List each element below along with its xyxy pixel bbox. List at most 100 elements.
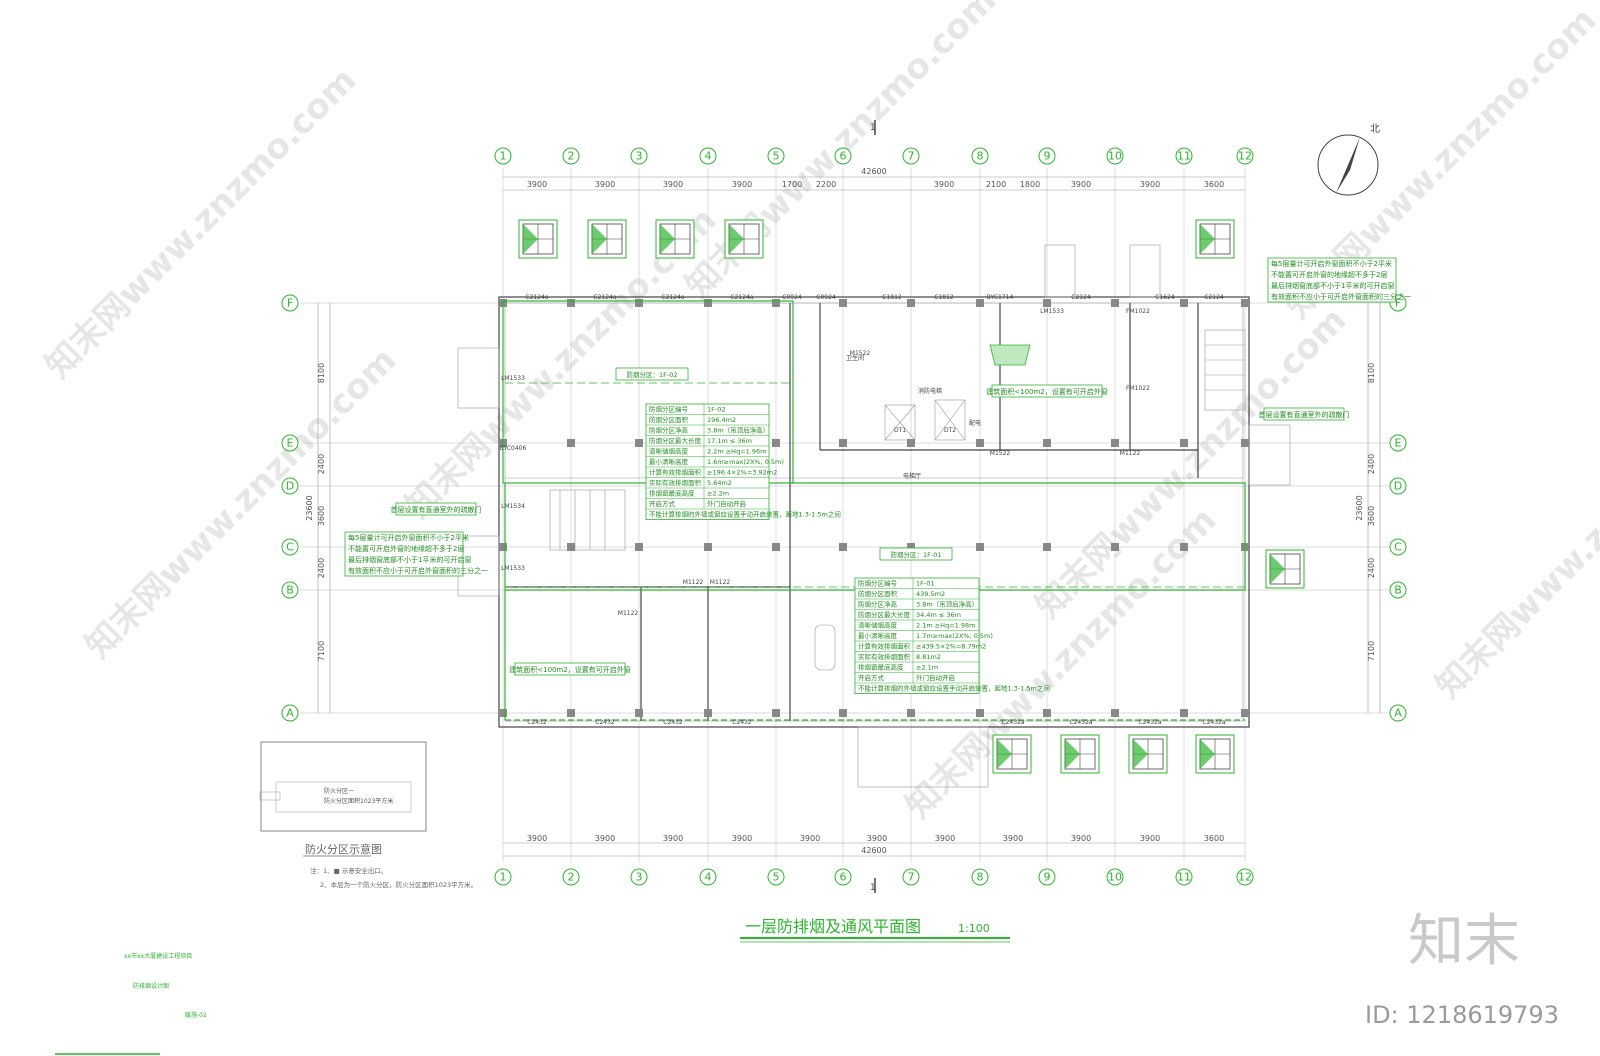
column — [1043, 709, 1051, 717]
top-dim: 3900 — [527, 180, 547, 189]
footer-line-1: xx市xx大厦建设工程项目 — [124, 952, 192, 960]
left-dim: 8100 — [317, 363, 326, 383]
grid-col-label: 1 — [500, 150, 507, 163]
table-value: ≥196.4×2%=3.92m2 — [707, 469, 777, 477]
column — [1111, 439, 1119, 447]
grid-col-label: 9 — [1044, 150, 1051, 163]
north-arrow: 北 — [1317, 123, 1380, 196]
grid-col-bubble — [971, 147, 989, 165]
grid-row-bubble — [1389, 434, 1407, 452]
grid-col-label: 3 — [636, 871, 643, 884]
grid-row-label: D — [1394, 480, 1402, 493]
door-tag-7: FM1022 — [1126, 385, 1150, 392]
section-mark-bottom: 1 — [870, 883, 876, 893]
right-total-dim: 23600 — [1355, 495, 1364, 520]
grid-col-label: 2 — [568, 871, 575, 884]
column — [1043, 299, 1051, 307]
stair-rule-note-right: 每5层量计可开启外窗面积不小于2平米不能置可开启外窗的地缘超不多于2层最后排烟窗… — [1267, 257, 1411, 303]
grid-col-label: 4 — [705, 150, 712, 163]
table-footnote: 不能计算排烟的外墙或窗应设置手动开启装置，距地1.3-1.5m之间 — [858, 684, 1050, 693]
mini-area-text: 防火分区面积1023平方米 — [324, 797, 393, 805]
door-tag-1: M1122 — [710, 579, 731, 586]
top-dim: 3900 — [663, 180, 683, 189]
column — [1043, 543, 1051, 551]
grid-col-bubble — [699, 147, 717, 165]
table-value: 2.2m ≥Hq=1.96m — [707, 448, 766, 456]
window-tag-bottom: C2432 — [732, 719, 752, 726]
brand-logo: 知末 — [1408, 909, 1520, 974]
table-key: 排烟窗最底高度 — [858, 663, 904, 672]
grid-row-label: A — [286, 707, 294, 720]
grid-col-label: 2 — [568, 150, 575, 163]
grid-row-label: E — [287, 437, 294, 450]
table-value: 1.7m≥max(2X%, 0.5m) — [916, 632, 993, 640]
column — [976, 299, 984, 307]
watermark-text: 知末网www.znzmo.com — [78, 340, 404, 666]
door-tag-11: LM1533 — [501, 565, 525, 572]
grid-col-bubble — [1038, 868, 1056, 886]
grid-col-label: 8 — [977, 871, 984, 884]
grid-row-bubble — [281, 434, 299, 452]
grid-col-label: 10 — [1108, 871, 1122, 884]
section-mark-top: 1 — [870, 123, 876, 133]
column — [1111, 709, 1119, 717]
table-key: 开启方式 — [649, 499, 676, 508]
grid-row-label: F — [1395, 297, 1401, 310]
window-tag-top: C2124a — [661, 294, 684, 301]
column — [1111, 299, 1119, 307]
table-key: 防烟分区最大长度 — [649, 436, 702, 445]
column — [907, 709, 915, 717]
window-tag-top: C1812 — [934, 294, 954, 301]
grid-row-label: C — [1394, 541, 1402, 554]
grid-row-label: B — [1394, 584, 1402, 597]
watermark-text: 知末网www.znzmo.com — [1028, 300, 1354, 626]
grid-col-bubble — [1236, 868, 1254, 886]
column — [704, 709, 712, 717]
column — [704, 299, 712, 307]
table-key: 清晰储烟高度 — [649, 447, 689, 456]
table-value: 3.8m（吊顶后净高） — [916, 600, 978, 609]
column — [635, 439, 643, 447]
column — [1241, 709, 1249, 717]
window-tag-top: C1812 — [882, 294, 902, 301]
exterior-door-notes: 首层设置有直通室外的疏散门 首层设置有直通室外的疏散门 建筑面积<100m2，设… — [391, 384, 1350, 676]
grid-col-label: 3 — [636, 150, 643, 163]
drawing-scale: 1:100 — [958, 922, 990, 935]
grid-row-bubble — [1389, 538, 1407, 556]
window-tag-top: C1624 — [1155, 294, 1175, 301]
grid-col-bubble — [1175, 868, 1193, 886]
right-dim: 3600 — [1367, 506, 1376, 526]
grid-row-label: D — [286, 480, 294, 493]
bottom-dim: 3900 — [663, 834, 683, 843]
table-key: 实际有效排烟面积 — [649, 478, 702, 487]
door-tag-3: M1522 — [850, 350, 871, 357]
window-tag-top: C2124a — [593, 294, 616, 301]
right-dim: 8100 — [1367, 363, 1376, 383]
table-key: 防烟分区净高 — [649, 426, 689, 435]
brand-mark: 知末 ID: 1218619793 — [1365, 909, 1559, 1029]
top-dim: 2200 — [816, 180, 836, 189]
door-tag-10: LM1534 — [501, 503, 525, 510]
table-value: ≥439.5×2%=8.79m2 — [916, 643, 986, 651]
column — [1241, 439, 1249, 447]
table-key: 防烟分区面积 — [649, 415, 689, 424]
table-key: 清晰储烟高度 — [858, 621, 898, 630]
room-fire-elevator: 消防电梯 — [918, 387, 942, 395]
window-tag-bottom: C2432 — [527, 719, 547, 726]
table-key: 计算有效排烟面积 — [858, 642, 911, 651]
table-value: 439.5m2 — [916, 590, 945, 598]
left-dim: 2400 — [317, 454, 326, 474]
door-tag-6: FM1022 — [1126, 308, 1150, 315]
grid-col-bubble — [562, 147, 580, 165]
top-dim: 3600 — [1204, 180, 1224, 189]
window-tag-bottom: C2432 — [663, 719, 683, 726]
grid-col-bubble — [630, 147, 648, 165]
top-dim: 3900 — [934, 180, 954, 189]
bottom-dim: 3600 — [1204, 834, 1224, 843]
grid-row-bubble — [1389, 477, 1407, 495]
stair-rule-line: 有效面积不应小于可开启外窗面积的三分之一 — [348, 566, 488, 575]
bottom-dim: 3900 — [1071, 834, 1091, 843]
